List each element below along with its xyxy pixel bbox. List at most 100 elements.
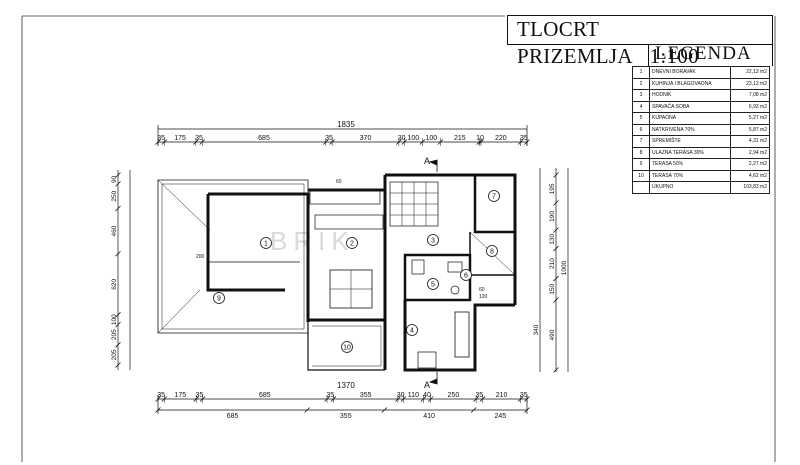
left-dimension-ticks xyxy=(115,172,121,368)
top-total-dimension: 1835 xyxy=(337,120,355,129)
top-dim-label: 100 xyxy=(407,135,419,142)
legend-cell-area: 5,87 m2 xyxy=(730,123,770,136)
kitchen-counter-dim: 60 xyxy=(336,179,342,185)
top-dim-label: 10 xyxy=(476,135,484,142)
left-dim-tick xyxy=(115,205,121,212)
legend-cell-n: 8 xyxy=(632,146,650,159)
top-dim-label: 35 xyxy=(520,135,528,142)
top-dim-label: 35 xyxy=(325,135,333,142)
bottom-dim-label: 40 xyxy=(423,392,431,399)
room-number: 8 xyxy=(490,249,494,256)
scale-text: 1:100 xyxy=(649,44,699,68)
top-dim-label: 370 xyxy=(360,135,372,142)
bottom-lower-label: 685 xyxy=(227,413,239,420)
bottom-dim-label: 35 xyxy=(157,392,165,399)
right-dim-tick xyxy=(553,245,559,252)
top-dim-label: 100 xyxy=(426,135,438,142)
left-dim-tick xyxy=(115,312,121,318)
right-dim-tick xyxy=(553,172,559,178)
left-dim-label: 620 xyxy=(111,278,118,289)
left-dim-tick xyxy=(115,172,121,178)
left-dim-label: 205 xyxy=(111,329,118,340)
room-number: 2 xyxy=(350,241,354,248)
section-mark-top: A xyxy=(424,156,430,166)
title-text: TLOCRT PRIZEMLJA xyxy=(517,17,633,68)
section-mark-bottom: A xyxy=(424,380,430,390)
left-dim-tick xyxy=(115,362,121,368)
right-outer-dim-label: 340 xyxy=(533,324,540,335)
right-dimension-lines xyxy=(539,168,569,372)
right-dimension-ticks xyxy=(553,172,559,373)
bottom-dim-label: 250 xyxy=(448,392,460,399)
top-dim-label: 215 xyxy=(454,135,466,142)
right-dim-label: 195 xyxy=(549,183,556,194)
legend-cell-area: 103,83 m2 xyxy=(730,181,770,194)
bath-dim-a: 60 xyxy=(479,287,485,293)
room-number: 1 xyxy=(264,241,268,248)
legend-cell-name: NATKRIVENA 70% xyxy=(649,123,731,136)
left-dim-label: 90 xyxy=(111,175,118,183)
right-dim-label: 150 xyxy=(549,283,556,294)
top-dim-label: 35 xyxy=(195,135,203,142)
room-number: 4 xyxy=(410,328,414,335)
left-dim-label: 205 xyxy=(111,349,118,360)
top-dim-label: 685 xyxy=(258,135,270,142)
bottom-lower-label: 245 xyxy=(494,413,506,420)
room-marker-circle xyxy=(460,269,472,281)
bath-dim-b: 120 xyxy=(479,294,488,300)
room-number: 5 xyxy=(431,282,435,289)
bottom-lower-tick xyxy=(304,407,310,413)
room-marker-circle xyxy=(346,237,358,249)
bottom-dim-label: 175 xyxy=(174,392,186,399)
bottom-lower-tick xyxy=(381,407,388,413)
room-marker-circle xyxy=(488,190,500,202)
left-dim-tick xyxy=(115,342,121,348)
bottom-dimension-ticks xyxy=(155,395,530,413)
bottom-lower-tick xyxy=(524,407,530,413)
bottom-dim-label: 210 xyxy=(496,392,508,399)
room-marker-circle xyxy=(427,234,439,246)
left-dim-label: 460 xyxy=(111,225,118,236)
left-dim-label: 100 xyxy=(111,314,118,325)
room-number: 6 xyxy=(464,273,468,280)
legend-cell-area: 4,31 m2 xyxy=(730,135,770,148)
top-dim-label: 220 xyxy=(495,135,507,142)
section-line-top xyxy=(428,159,438,172)
left-dim-label: 250 xyxy=(111,190,118,201)
bottom-lower-label: 355 xyxy=(340,413,352,420)
bottom-dim-label: 110 xyxy=(408,392,419,399)
right-dim-tick xyxy=(553,227,559,233)
left-dim-tick xyxy=(115,250,121,257)
legend-cell-name: ULAZNA TERASA 30% xyxy=(649,146,731,159)
legend-cell-area: 2,94 m2 xyxy=(730,146,770,159)
left-dim-tick xyxy=(115,321,121,328)
bottom-dimension-lines xyxy=(157,395,528,414)
top-dim-label: 175 xyxy=(174,135,186,142)
room-marker-circle xyxy=(406,324,418,336)
top-dim-label: 30 xyxy=(398,135,406,142)
left-window-dim: 200 xyxy=(196,254,205,260)
left-dimension-labels: 90 250 460 620 100 205 205 xyxy=(111,175,118,360)
room-number: 7 xyxy=(492,194,496,201)
legend-cell-name: TERASA 50% xyxy=(649,158,731,171)
legend-cell-area: 4,62 m2 xyxy=(730,169,770,182)
bottom-dim-label: 35 xyxy=(326,392,334,399)
left-dimension-lines xyxy=(117,170,131,370)
section-line-bottom xyxy=(428,372,438,385)
right-dim-label: 130 xyxy=(549,233,556,244)
room-marker-circle xyxy=(341,341,353,353)
